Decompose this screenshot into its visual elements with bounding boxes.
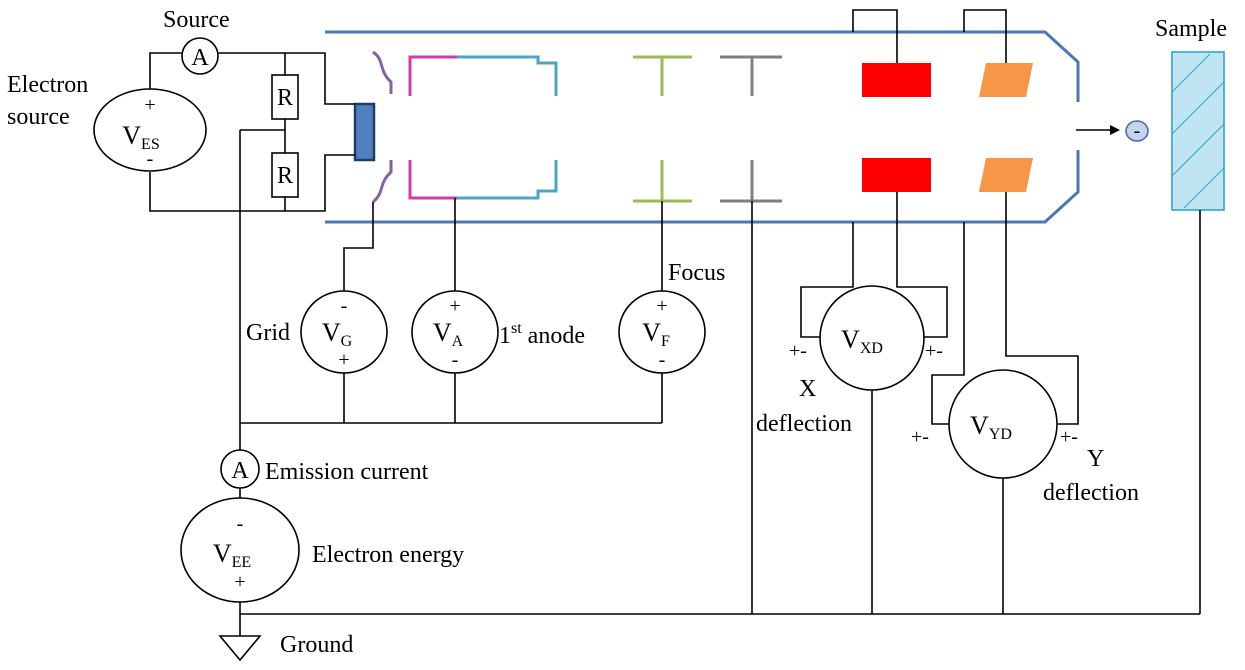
label-focus: Focus (668, 260, 725, 286)
anode-magenta-top (408, 55, 457, 96)
electron-charge: - (1134, 120, 1141, 142)
wire-source-bottom (149, 154, 355, 212)
label-electron-energy: Electron energy (312, 542, 464, 568)
anode-magenta-bottom (408, 160, 457, 200)
electron-energy-voltmeter (180, 497, 300, 603)
vg-minus: - (341, 295, 348, 317)
focus-electrode-bottom (633, 160, 692, 203)
source-ammeter-symbol: A (191, 45, 209, 71)
grid-electrode-bottom (371, 160, 393, 204)
sample (1171, 51, 1225, 211)
emission-ammeter-symbol: A (231, 458, 249, 484)
grid-electrode-top (372, 50, 393, 94)
resistor-bottom (271, 152, 299, 198)
wire-grid (343, 202, 374, 423)
vg-label: VG (322, 318, 353, 350)
vf-label: VF (642, 318, 670, 350)
label-grid: Grid (246, 320, 290, 346)
vg-plus: + (338, 349, 349, 371)
focus-electrode-top (633, 55, 692, 96)
ground-symbol (218, 635, 262, 662)
wire-y-plate-top-loop (963, 9, 1007, 63)
label-emission-current: Emission current (265, 459, 429, 485)
electron-source-voltmeter (93, 88, 207, 172)
x-deflection-voltmeter (819, 285, 925, 391)
label-first-anode: 1st anode (499, 320, 585, 349)
source-ammeter (181, 37, 219, 75)
vee-minus: - (237, 513, 244, 535)
wire-x-plate-top-loop (852, 9, 898, 63)
resistor-top (271, 74, 299, 120)
label-sample: Sample (1155, 16, 1227, 42)
wire-y-deflection (931, 192, 1079, 614)
label-x-deflection-line1: X (799, 376, 816, 402)
wire-x-deflection (800, 192, 948, 614)
x-deflection-plate-top (862, 63, 931, 97)
vee-label: VEE (213, 539, 251, 571)
vxd-label: VXD (841, 325, 883, 357)
va-minus: - (452, 349, 459, 371)
vee-plus: + (234, 571, 245, 593)
wire-resistor-chain (240, 53, 286, 211)
vyd-left-sign: +- (911, 426, 929, 448)
wire-source-top (149, 52, 355, 105)
vxd-left-sign: +- (789, 340, 807, 362)
vyd-label: VYD (970, 411, 1012, 443)
va-plus: + (449, 295, 460, 317)
x-deflection-plate-bottom (862, 158, 931, 192)
va-label: VA (433, 318, 464, 350)
ves-label: VES (122, 121, 159, 153)
anode-cyan-top (457, 55, 558, 96)
label-electron-source-line2: source (7, 104, 70, 130)
cathode (353, 102, 376, 162)
y-deflection-plate-top (979, 63, 1033, 97)
label-electron-source-line1: Electron (7, 72, 88, 98)
ves-plus: + (144, 94, 155, 116)
resistor-top-symbol: R (277, 85, 293, 111)
y-deflection-voltmeter (948, 369, 1058, 479)
vf-minus: - (659, 349, 666, 371)
label-y-deflection-line2: deflection (1043, 480, 1139, 506)
focus-voltmeter (618, 290, 706, 374)
beam-arrow-head (1110, 125, 1120, 135)
anode-cyan-bottom (457, 160, 558, 200)
emission-ammeter (220, 449, 260, 489)
vyd-right-sign: +- (1060, 426, 1078, 448)
vxd-right-sign: +- (925, 340, 943, 362)
gray-electrode-bottom (720, 160, 782, 203)
ves-minus: - (147, 148, 154, 170)
label-ground: Ground (280, 632, 353, 658)
vf-plus: + (656, 295, 667, 317)
y-deflection-plate-bottom (979, 158, 1033, 192)
resistor-bottom-symbol: R (277, 163, 293, 189)
label-source: Source (163, 7, 230, 33)
sample-hatching (1171, 53, 1225, 209)
label-y-deflection-line1: Y (1087, 446, 1104, 472)
tube-bottom-wall (325, 150, 1080, 224)
anode-voltmeter (411, 290, 499, 374)
gray-electrode-top (720, 55, 782, 96)
grid-voltmeter (300, 290, 388, 374)
wire-ground-bus (239, 602, 1200, 636)
electron (1125, 120, 1149, 142)
tube-top-wall (325, 30, 1080, 102)
label-x-deflection-line2: deflection (756, 411, 852, 437)
